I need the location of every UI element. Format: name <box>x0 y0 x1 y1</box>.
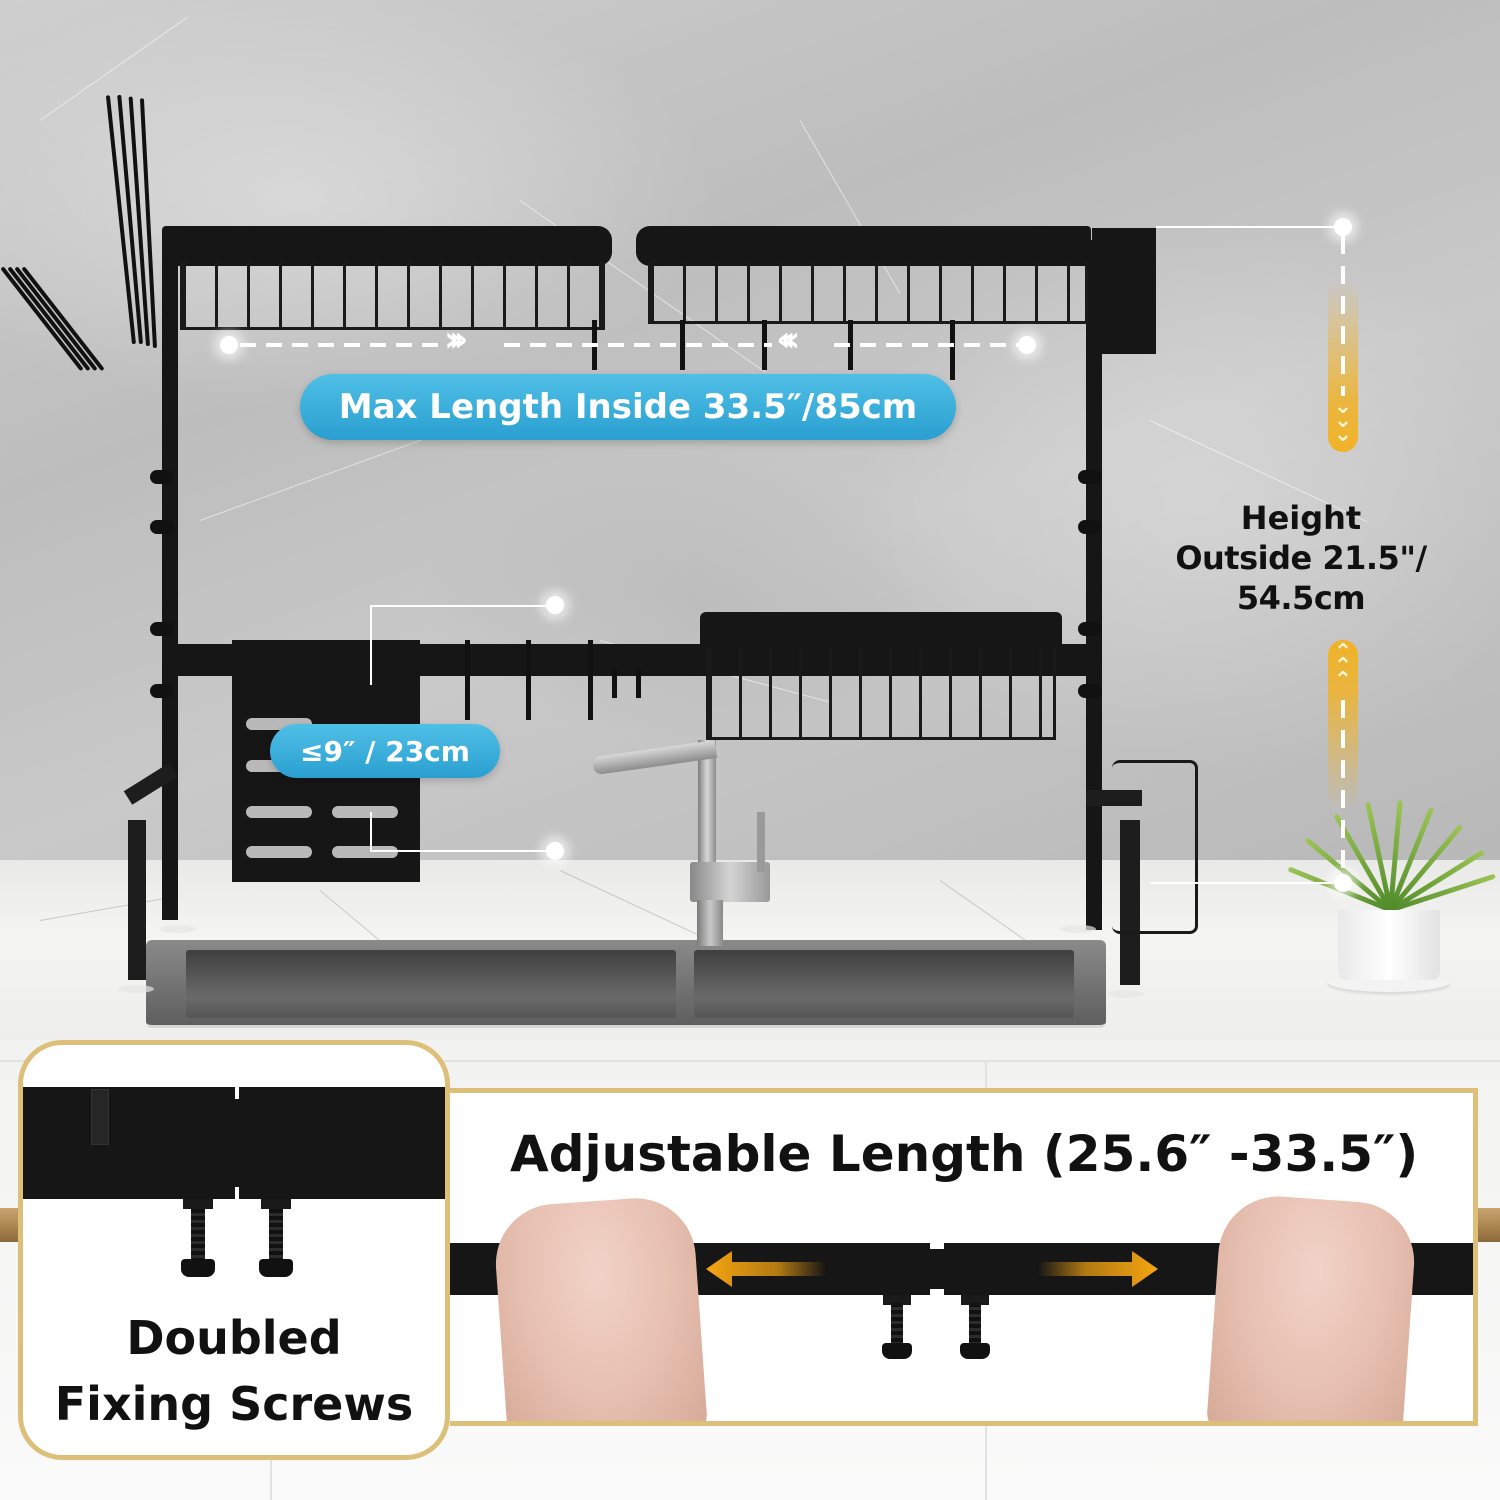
holder-leader-bottom-v <box>370 812 372 852</box>
sink-basin-left <box>186 950 676 1018</box>
side-cup-holder <box>1092 228 1156 354</box>
hook <box>636 668 641 698</box>
dashed-line-right <box>834 343 1020 347</box>
max-length-callout: Max Length Inside 33.5″/85cm <box>300 374 956 440</box>
middle-basket-wire <box>706 648 1056 740</box>
arrow-left-icon <box>706 1251 826 1287</box>
holder-leader-top-h <box>370 605 550 607</box>
double-basin-sink <box>146 940 1106 1028</box>
left-hand <box>491 1194 709 1421</box>
height-callout: Height Outside 21.5"/ 54.5cm <box>1106 498 1496 618</box>
plant-pot <box>1338 910 1440 980</box>
height-leader-bottom <box>1150 882 1336 884</box>
holder-leader-top-v <box>370 605 372 685</box>
height-callout-title: Height <box>1240 499 1362 537</box>
right-hand <box>1205 1192 1419 1421</box>
height-dashed-bottom <box>1341 700 1345 870</box>
telescoping-bar-joint <box>930 1249 944 1289</box>
adjust-knob <box>150 622 174 636</box>
wood-trim-left <box>0 1208 20 1242</box>
adjustable-length-panel: Adjustable Length (25.6″ -33.5″) <box>450 1088 1478 1426</box>
hook <box>612 668 617 698</box>
adjust-knob <box>150 684 174 698</box>
rack-post-left <box>162 240 178 920</box>
rack-foot <box>1108 990 1144 998</box>
bar-segment-right <box>239 1087 445 1199</box>
dashed-line-left <box>240 343 440 347</box>
rack-leg-left-front <box>128 820 146 980</box>
adjustable-length-title: Adjustable Length (25.6″ -33.5″) <box>510 1125 1419 1183</box>
height-dashed-top <box>1341 236 1345 396</box>
doubled-screws-title-line2: Fixing Screws <box>54 1377 414 1431</box>
doubled-screws-title: Doubled Fixing Screws <box>23 1305 445 1437</box>
holder-dot-top <box>546 596 564 614</box>
top-basket-right-rim <box>636 226 1091 266</box>
hook <box>950 320 955 380</box>
adjust-knob <box>1078 684 1102 698</box>
chevrons-left-icon: ‹‹‹ <box>776 319 800 360</box>
height-callout-value: Outside 21.5"/ 54.5cm <box>1175 539 1427 617</box>
top-basket-right-wire <box>648 262 1088 324</box>
top-basket-left-rim <box>162 226 612 266</box>
sink-basin-right <box>694 950 1074 1018</box>
chevrons-down-icon: ⌄⌄⌄ <box>1333 394 1353 447</box>
holder-dot-bottom <box>546 842 564 860</box>
rack-foot <box>1060 925 1096 933</box>
adjust-knob <box>1078 520 1102 534</box>
endpoint-dot-right <box>1018 336 1036 354</box>
rack-leg-right-bar <box>1086 790 1142 806</box>
doubled-screws-panel: Doubled Fixing Screws <box>18 1040 450 1460</box>
chevrons-right-icon: ››› <box>444 319 468 360</box>
height-dot-bottom <box>1334 874 1352 892</box>
adjust-knob <box>150 520 174 534</box>
bar-joint <box>231 1099 243 1187</box>
rack-foot <box>118 985 154 993</box>
holder-leader-bottom-h <box>370 850 550 852</box>
hook <box>465 640 470 720</box>
wood-trim-right <box>1478 1208 1500 1242</box>
hook <box>588 640 593 720</box>
chevrons-up-icon: ⌃⌃⌃ <box>1333 640 1353 693</box>
middle-basket-rim <box>700 612 1062 652</box>
rack-leg-right-front <box>1120 820 1140 985</box>
cutting-board-holder <box>1112 760 1198 934</box>
adjust-knob <box>150 470 174 484</box>
rack-foot <box>160 925 196 933</box>
dashed-line-center <box>504 343 772 347</box>
height-dot-top <box>1334 218 1352 236</box>
endpoint-dot-left <box>220 336 238 354</box>
adjust-knob <box>1078 470 1102 484</box>
height-leader-top <box>1156 226 1342 228</box>
doubled-screws-title-line1: Doubled <box>126 1311 342 1365</box>
bar-segment-left <box>23 1087 235 1199</box>
bar-clip <box>91 1089 109 1145</box>
adjust-knob <box>1078 622 1102 636</box>
hook <box>526 640 531 720</box>
top-basket-left-wire <box>180 262 605 330</box>
arrow-right-icon <box>1038 1251 1158 1287</box>
utensil-holder-callout: ≤9″ / 23cm <box>270 724 500 778</box>
rack-post-right <box>1086 240 1102 930</box>
